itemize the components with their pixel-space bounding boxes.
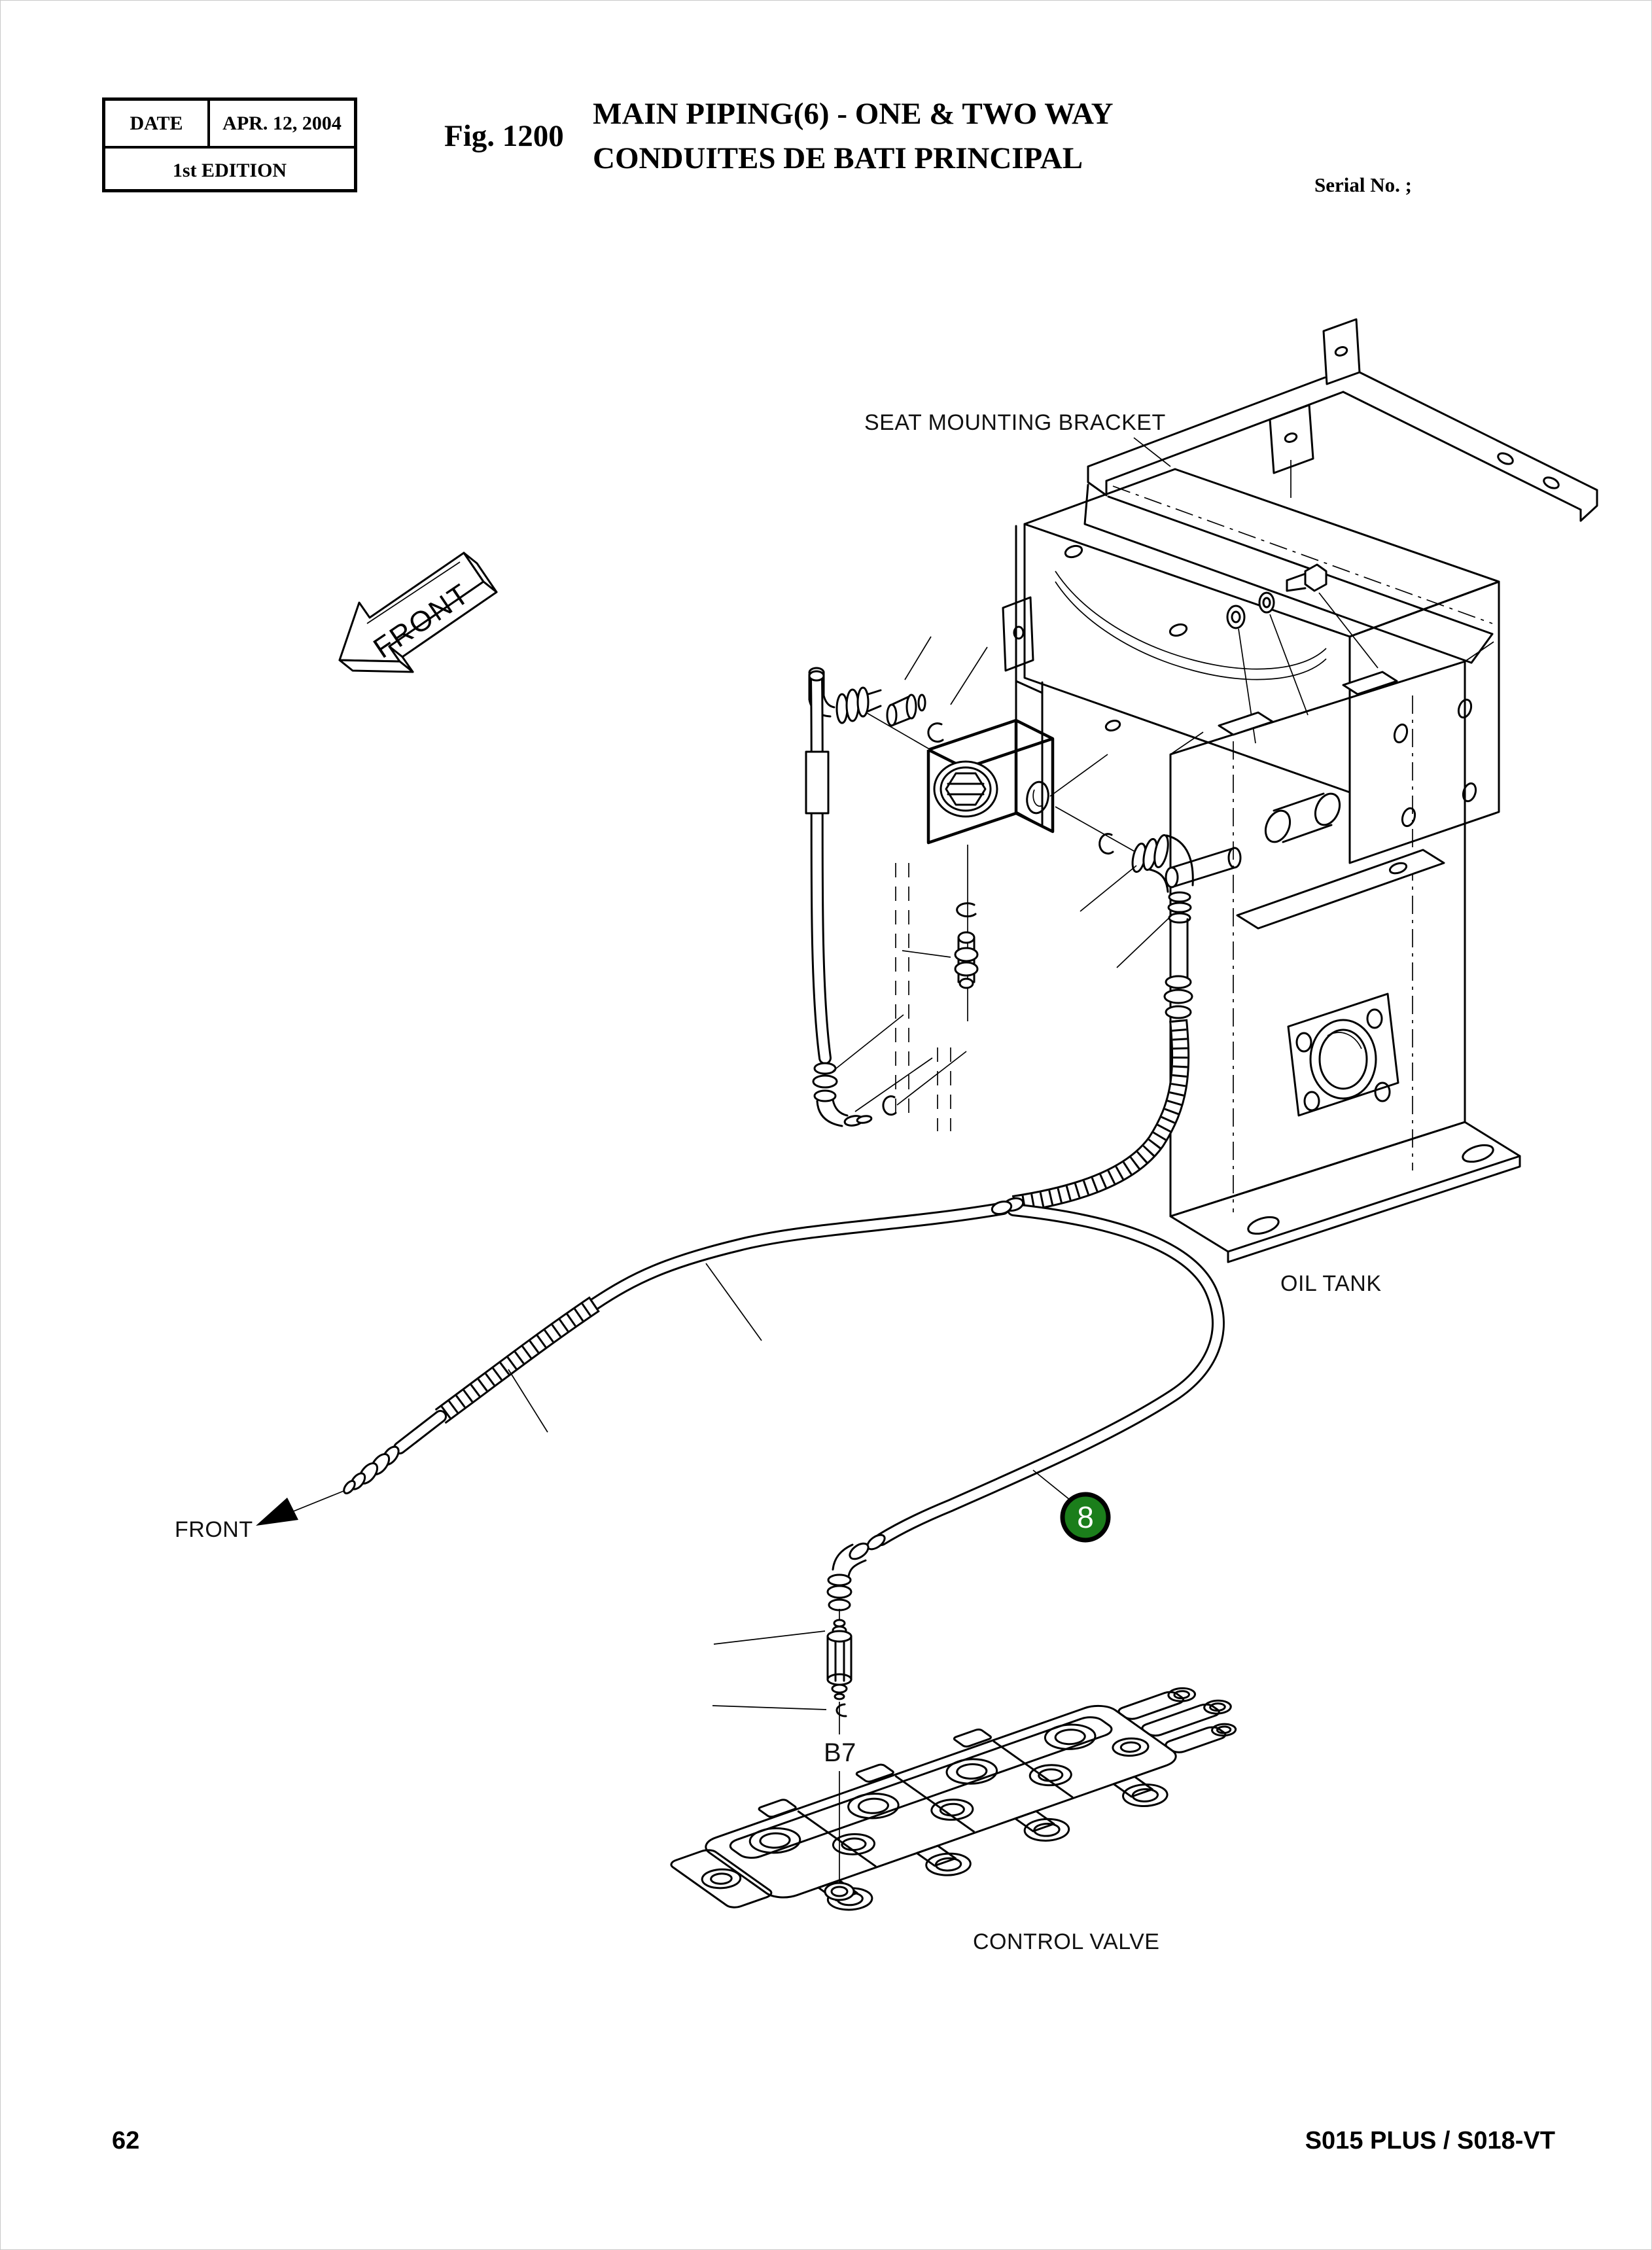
- hose-collar: [991, 1200, 1013, 1216]
- label-front-bottom: FRONT: [175, 1517, 253, 1542]
- leader-line: [508, 1369, 548, 1433]
- callout-8-number: 8: [1077, 1500, 1094, 1534]
- bolt-and-washers: [1226, 563, 1379, 744]
- straight-fitting: [886, 694, 926, 727]
- label-port-b7: B7: [824, 1738, 856, 1767]
- page-number: 62: [112, 2127, 140, 2154]
- front-arrow-3d: FRONT: [338, 552, 498, 673]
- front-arrowhead: [256, 1498, 298, 1526]
- b7-connector: [712, 1609, 852, 1884]
- seat-mounting-bracket-drawing: [1002, 318, 1598, 864]
- hose-8: [826, 1210, 1218, 1611]
- hidden-line: [895, 863, 909, 1119]
- oil-tank-drawing: [1165, 641, 1521, 1263]
- snap-ring: [927, 722, 944, 743]
- label-control-valve: CONTROL VALVE: [973, 1929, 1160, 1954]
- hose-left: [805, 670, 967, 1127]
- elbow-fitting-right: [1131, 834, 1194, 1019]
- date-label: DATE: [105, 101, 210, 149]
- callout-8-circle: [1060, 1492, 1111, 1543]
- b7-port: [824, 1882, 855, 1901]
- label-seat-mounting-bracket: SEAT MOUNTING BRACKET: [864, 410, 1166, 435]
- page-title-french: CONDUITES DE BATI PRINCIPAL: [593, 141, 1083, 175]
- tank-pipe-stub: [1264, 792, 1341, 843]
- date-value: APR. 12, 2004: [210, 101, 354, 149]
- b7-port: [830, 1886, 849, 1897]
- snap-ring: [1098, 833, 1114, 855]
- label-oil-tank: OIL TANK: [1280, 1271, 1382, 1296]
- hidden-line: [937, 1047, 951, 1131]
- serial-number-label: Serial No. ;: [1314, 173, 1412, 196]
- hose-ribbed-tank: [1013, 1020, 1180, 1204]
- union-fitting: [954, 931, 979, 989]
- page-title: MAIN PIPING(6) - ONE & TWO WAY: [593, 97, 1114, 131]
- callout-8: 8: [1032, 1469, 1111, 1543]
- control-valve-drawing: [644, 1662, 1300, 1939]
- edition-label: 1st EDITION: [172, 159, 287, 181]
- tank-flange: [1287, 993, 1399, 1117]
- revision-table: DATE APR. 12, 2004 1st EDITION: [102, 97, 357, 192]
- hose-to-front: [343, 1208, 1003, 1494]
- leader-line: [705, 1263, 762, 1341]
- snap-ring: [956, 902, 977, 918]
- manifold-block-drawing: [808, 636, 1194, 1021]
- model-code: S015 PLUS / S018-VT: [1305, 2127, 1555, 2154]
- front-arrow: [256, 1490, 344, 1526]
- figure-number: Fig. 1200: [444, 119, 564, 153]
